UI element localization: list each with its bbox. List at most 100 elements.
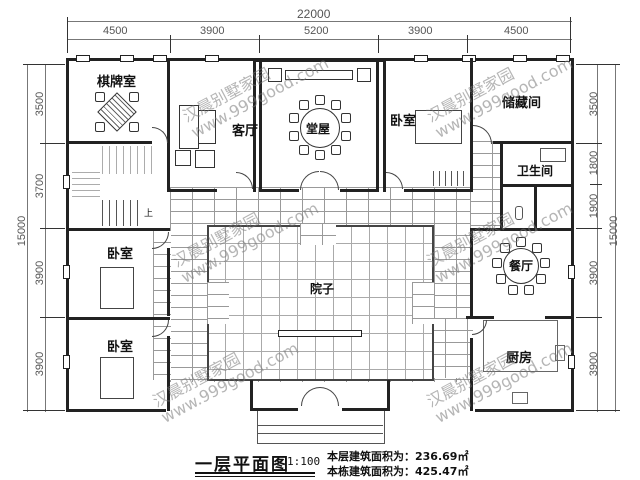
right-total-dim: 15000 (608, 215, 620, 247)
side-brick-paving (470, 141, 500, 231)
wall (66, 409, 166, 412)
toilet (515, 206, 523, 220)
room-chess-room: 棋牌室 (97, 75, 137, 90)
window (153, 55, 167, 62)
door-swing[interactable] (320, 171, 339, 190)
dim-tick (40, 228, 65, 229)
top-dim-3: 5200 (304, 25, 329, 37)
wall (404, 189, 473, 192)
floor-area-value: 236.69㎡ (415, 450, 469, 463)
window (63, 265, 70, 279)
room-main-hall: 堂屋 (306, 122, 331, 136)
wall (66, 141, 152, 144)
title-underline (195, 476, 315, 477)
window (76, 55, 90, 62)
coffee-table (198, 110, 216, 144)
chair (331, 145, 341, 155)
dim-tick (590, 184, 602, 185)
wall (466, 316, 494, 319)
right-dim-3: 1900 (588, 193, 600, 219)
chair (129, 92, 139, 102)
wall (383, 58, 473, 61)
top-total-dim-line (68, 21, 572, 22)
dim-tick (570, 17, 571, 53)
wall (253, 58, 256, 192)
chair (315, 150, 325, 160)
chair (492, 258, 502, 268)
sink (555, 345, 565, 361)
wall (534, 184, 537, 230)
room-bedroom-top: 卧室 (390, 114, 417, 129)
wall (167, 58, 170, 192)
wall (66, 317, 170, 320)
chair (315, 95, 325, 105)
wall (475, 409, 574, 412)
chair (532, 243, 542, 253)
floor-area-label: 本层建筑面积为： (327, 450, 415, 463)
door-swing[interactable] (386, 172, 403, 189)
entrance-steps (257, 411, 385, 444)
wall (376, 58, 379, 192)
dim-tick (576, 64, 620, 65)
cabinet (268, 68, 282, 82)
dim-tick (259, 35, 260, 53)
right-segment-dim-line (597, 64, 598, 412)
window (63, 175, 70, 189)
courtyard-tile-area (207, 225, 434, 381)
chair (536, 274, 546, 284)
stair-lower-flight (96, 200, 140, 226)
wall (470, 58, 473, 192)
left-dim-3: 3900 (34, 260, 46, 286)
chair (516, 237, 526, 247)
dim-tick (23, 410, 65, 411)
dim-tick (467, 35, 468, 53)
chair (95, 92, 105, 102)
door-swing[interactable] (236, 172, 253, 189)
wall (470, 228, 574, 231)
door-swing[interactable] (473, 125, 492, 144)
room-storage: 储藏间 (502, 96, 542, 111)
right-dim-1: 3500 (588, 91, 600, 117)
wall (250, 380, 253, 410)
window (414, 55, 428, 62)
wall (167, 248, 170, 316)
room-bedroom-left-1: 卧室 (107, 247, 134, 262)
bed (415, 110, 462, 144)
cabinet (357, 68, 371, 82)
round-dining-table (503, 248, 539, 284)
dim-tick (576, 143, 602, 144)
chair (331, 100, 341, 110)
top-dim-4: 3900 (408, 25, 433, 37)
gate-door[interactable] (301, 387, 320, 406)
left-total-dim-line (27, 64, 28, 412)
step-line (257, 425, 383, 426)
chair (508, 285, 518, 295)
wardrobe (428, 171, 466, 186)
left-segment-dim-line (45, 64, 46, 412)
chair (299, 145, 309, 155)
room-bedroom-left-2: 卧室 (107, 340, 134, 355)
left-dim-1: 3500 (34, 91, 46, 117)
wall-left-outer (66, 58, 69, 412)
step-line (257, 433, 383, 434)
left-dim-4: 3900 (34, 351, 46, 377)
chair (299, 100, 309, 110)
courtyard-screen-wall (278, 330, 362, 337)
washbasin (540, 148, 566, 162)
dim-tick (576, 228, 602, 229)
top-dim-2: 3900 (200, 25, 225, 37)
right-dim-5: 3900 (588, 351, 600, 377)
wall (66, 228, 170, 231)
gate-door[interactable] (320, 387, 339, 406)
kitchen-counter (483, 320, 558, 372)
floor-area: 本层建筑面积为：236.69㎡ (327, 448, 468, 464)
right-dim-4: 3900 (588, 260, 600, 286)
wall (250, 408, 298, 411)
window (568, 265, 575, 279)
bed (100, 357, 134, 399)
dim-tick (576, 410, 620, 411)
left-total-dim: 15000 (16, 215, 28, 247)
dim-tick (576, 317, 602, 318)
chair (540, 258, 550, 268)
door-swing[interactable] (152, 127, 168, 143)
